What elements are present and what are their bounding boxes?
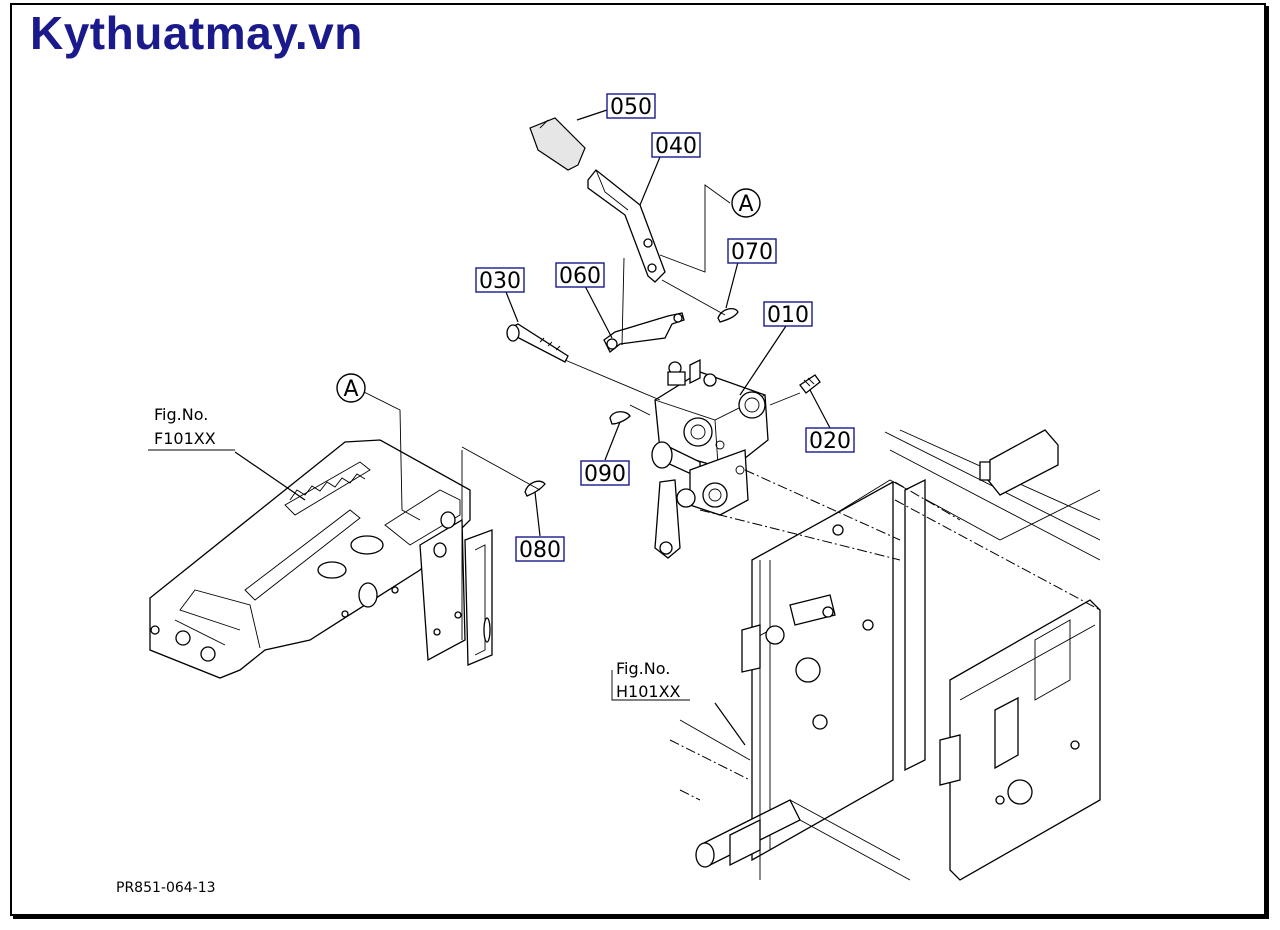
brand-watermark: Kythuatmay.vn: [30, 7, 363, 59]
svg-text:Fig.No.: Fig.No.: [154, 405, 208, 424]
guide-plate: [149, 439, 493, 679]
part-label-060: 060: [555, 262, 605, 289]
svg-text:010: 010: [767, 303, 809, 328]
drawing-frame: [10, 3, 1266, 916]
svg-text:H101XX: H101XX: [616, 682, 681, 701]
part-label-010: 010: [763, 301, 813, 328]
lever-assembly: [506, 117, 821, 497]
reference-a-left: A: [336, 373, 366, 403]
part-label-040: 040: [651, 132, 701, 159]
fig-ref-f101xx: Fig.No. F101XX: [154, 405, 216, 448]
part-label-020: 020: [805, 427, 855, 454]
svg-text:Fig.No.: Fig.No.: [616, 659, 670, 678]
leader-lines: [148, 109, 901, 746]
svg-text:030: 030: [479, 269, 521, 294]
svg-text:060: 060: [559, 264, 601, 289]
part-label-090: 090: [580, 460, 630, 487]
part-label-070: 070: [727, 238, 777, 265]
svg-text:040: 040: [655, 134, 697, 159]
svg-text:050: 050: [610, 95, 652, 120]
svg-text:090: 090: [584, 462, 626, 487]
svg-text:020: 020: [809, 429, 851, 454]
part-label-080: 080: [515, 536, 565, 563]
part-label-030: 030: [475, 267, 525, 294]
svg-text:F101XX: F101XX: [154, 429, 216, 448]
svg-text:070: 070: [731, 240, 773, 265]
svg-text:A: A: [343, 377, 358, 402]
control-valve: [651, 358, 769, 559]
part-label-050: 050: [606, 93, 656, 120]
svg-text:A: A: [738, 192, 753, 217]
reference-a-top: A: [731, 188, 761, 218]
frame-structure: [669, 429, 1101, 881]
fig-ref-h101xx: Fig.No. H101XX: [616, 659, 681, 701]
svg-text:080: 080: [519, 538, 561, 563]
drawing-code: PR851-064-13: [116, 880, 216, 896]
